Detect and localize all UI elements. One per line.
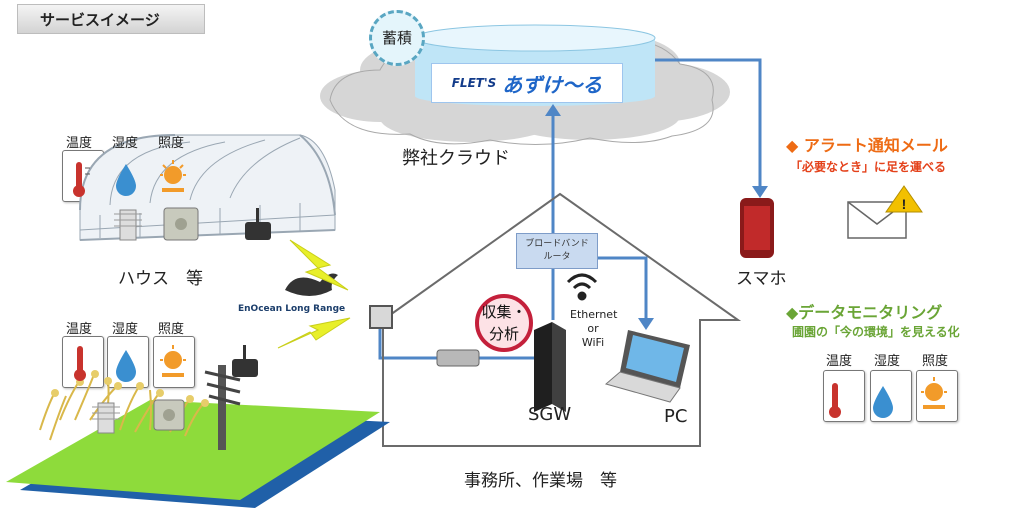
house-label: ハウス 等 xyxy=(118,269,203,289)
flets-logo: FLET'S あずけ〜る xyxy=(431,63,623,103)
office-building xyxy=(382,192,742,447)
field-sensor-label: 湿度 xyxy=(112,322,139,337)
sensor-devices xyxy=(92,207,271,434)
office-label: 事務所、作業場 等 xyxy=(464,471,617,491)
house-sensor-label: 照度 xyxy=(158,136,185,151)
sun-icon xyxy=(160,160,947,409)
network-line: Ethernet xyxy=(570,308,618,321)
field-sensor-label: 温度 xyxy=(66,322,93,337)
house-sensor-label: 湿度 xyxy=(112,136,139,151)
router-label: ブロードバンド xyxy=(525,239,589,249)
network-line: WiFi xyxy=(581,336,605,349)
enocean-label: EnOcean Long Range xyxy=(238,304,346,314)
connection-lines xyxy=(378,58,768,360)
smartphone-icon xyxy=(740,198,774,258)
collect-analyze-seal: 収集・ 分析 xyxy=(475,294,533,352)
logo-prefix: FLET'S xyxy=(451,76,497,90)
monitoring-subtitle: 圃園の「今の環境」を見える化 xyxy=(792,325,960,339)
thermometer-card xyxy=(823,370,865,422)
pc-label: PC xyxy=(664,406,688,427)
alert-title: ◆ アラート通知メール xyxy=(786,136,948,155)
wifi-icon xyxy=(566,273,598,301)
network-label: Ethernet or WiFi xyxy=(570,308,618,350)
wireless-lightning-icon xyxy=(277,239,351,349)
analysis-label: 分析 xyxy=(488,325,519,343)
logo-main: あずけ〜る xyxy=(502,72,603,97)
cloud-label: 弊社クラウド xyxy=(402,148,510,169)
svg-text:!: ! xyxy=(902,196,907,212)
light-card xyxy=(916,370,958,422)
envelope-warning-icon: ! xyxy=(847,185,923,239)
thermometer-icon xyxy=(73,162,841,418)
sgw-device-icon xyxy=(534,322,566,412)
router-label: ルータ xyxy=(543,252,571,262)
storage-badge: 蓄積 xyxy=(369,10,425,66)
monitoring-sensor-label: 湿度 xyxy=(874,354,901,369)
wall-receiver-icon xyxy=(369,305,393,329)
sgw-label: SGW xyxy=(528,404,572,425)
network-line: or xyxy=(587,322,599,335)
smartphone-label: スマホ xyxy=(736,269,787,289)
field-plot xyxy=(6,365,390,508)
monitoring-title: ◆データモニタリング xyxy=(786,303,943,322)
alert-subtitle: 「必要なとき」に足を運べる xyxy=(790,160,947,174)
laptop-icon xyxy=(604,330,690,403)
monitoring-sensor-label: 照度 xyxy=(922,354,949,369)
analysis-label: 収集・ xyxy=(481,303,527,321)
broadband-router: ブロードバンド ルータ xyxy=(516,233,598,269)
water-drop-icon xyxy=(116,164,893,418)
section-title: サービスイメージ xyxy=(17,4,205,34)
house-sensor-label: 温度 xyxy=(66,136,93,151)
monitoring-sensor-label: 温度 xyxy=(826,354,853,369)
field-sensor-label: 照度 xyxy=(158,322,185,337)
power-adapter-icon xyxy=(436,349,480,367)
